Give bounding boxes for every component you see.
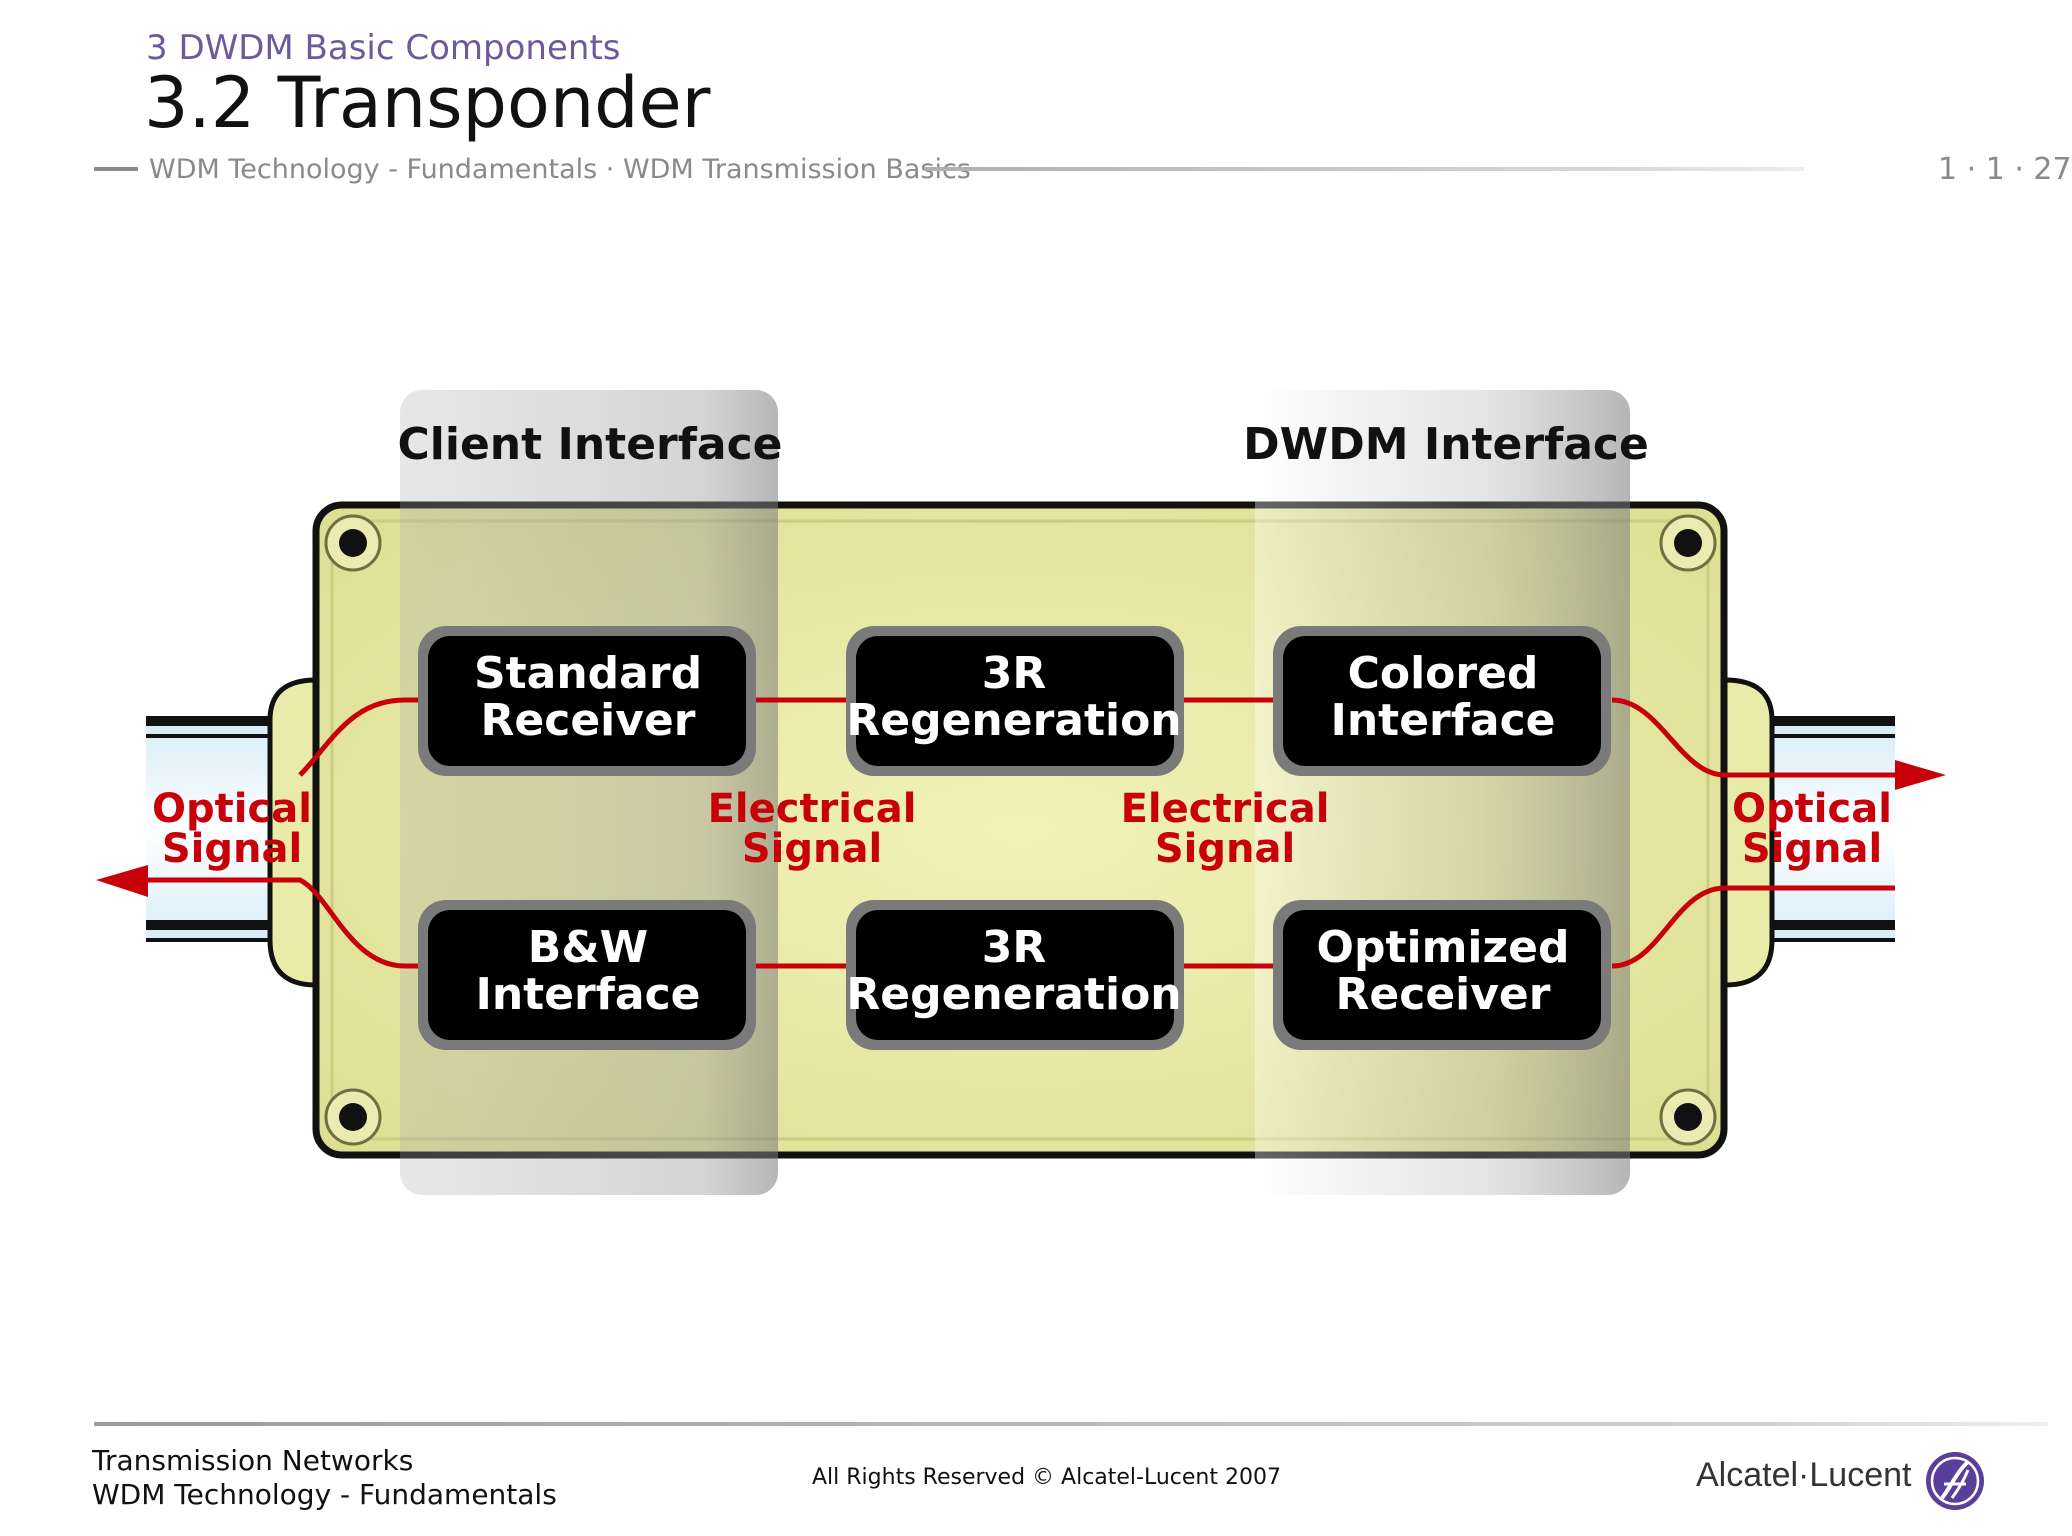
alcatel-lucent-logo-icon bbox=[1926, 1452, 1984, 1510]
footer-copyright: All Rights Reserved © Alcatel-Lucent 200… bbox=[812, 1465, 1281, 1490]
brand-name: Alcatel·Lucent bbox=[1696, 1456, 1912, 1494]
screw-icon bbox=[1659, 1088, 1717, 1146]
svg-text:Optimized: Optimized bbox=[1317, 922, 1570, 973]
dwdm-interface-label: DWDM Interface bbox=[1243, 419, 1649, 470]
svg-text:3R: 3R bbox=[982, 648, 1047, 699]
regeneration-block-top: 3R Regeneration bbox=[846, 626, 1184, 776]
signal-paths bbox=[130, 697, 1895, 969]
screw-icon bbox=[324, 1088, 382, 1146]
breadcrumb-line bbox=[924, 167, 1804, 171]
transponder-diagram: Client Interface DWDM Interface Standard… bbox=[96, 390, 1946, 1195]
svg-text:B&W: B&W bbox=[528, 922, 648, 973]
optical-signal-label-left: Optical bbox=[152, 786, 312, 832]
arrow-left-icon bbox=[96, 865, 148, 897]
svg-text:Colored: Colored bbox=[1348, 648, 1539, 699]
svg-text:Regeneration: Regeneration bbox=[846, 969, 1181, 1020]
electrical-signal-label: Electrical bbox=[708, 786, 917, 832]
optical-signal-label-right: Optical bbox=[1732, 786, 1892, 832]
screw-icon bbox=[324, 514, 382, 572]
footer-course-title: Transmission Networks bbox=[92, 1444, 414, 1477]
footer-module-title: WDM Technology - Fundamentals bbox=[92, 1478, 557, 1511]
svg-text:Standard: Standard bbox=[474, 648, 702, 699]
screw-icon bbox=[1659, 514, 1717, 572]
electrical-signal-label: Electrical bbox=[1121, 786, 1330, 832]
svg-text:Regeneration: Regeneration bbox=[846, 695, 1181, 746]
svg-text:Interface: Interface bbox=[1330, 695, 1555, 746]
electrical-signal-label: Signal bbox=[742, 826, 882, 872]
breadcrumb-divider bbox=[94, 167, 138, 171]
standard-receiver-block: Standard Receiver bbox=[418, 626, 756, 776]
page-title: 3.2 Transponder bbox=[144, 62, 711, 144]
client-interface-label: Client Interface bbox=[398, 419, 783, 470]
page-number: 1 · 1 · 27 bbox=[1938, 152, 2072, 187]
right-fiber-connector bbox=[1722, 677, 1895, 988]
bw-interface-block: B&W Interface bbox=[418, 900, 756, 1050]
footer-divider bbox=[94, 1422, 2048, 1426]
colored-interface-block: Colored Interface bbox=[1273, 626, 1611, 776]
svg-text:Receiver: Receiver bbox=[1336, 969, 1551, 1020]
left-fiber-connector bbox=[146, 677, 319, 988]
svg-text:Receiver: Receiver bbox=[481, 695, 696, 746]
optimized-receiver-block: Optimized Receiver bbox=[1273, 900, 1611, 1050]
optical-signal-label-left: Signal bbox=[162, 826, 302, 872]
regeneration-block-bottom: 3R Regeneration bbox=[846, 900, 1184, 1050]
optical-signal-label-right: Signal bbox=[1742, 826, 1882, 872]
svg-text:3R: 3R bbox=[982, 922, 1047, 973]
svg-text:Interface: Interface bbox=[475, 969, 700, 1020]
arrow-right-icon bbox=[1895, 760, 1946, 790]
electrical-signal-label: Signal bbox=[1155, 826, 1295, 872]
section-title: 3 DWDM Basic Components bbox=[146, 28, 621, 68]
breadcrumb: WDM Technology - Fundamentals · WDM Tran… bbox=[149, 154, 971, 185]
